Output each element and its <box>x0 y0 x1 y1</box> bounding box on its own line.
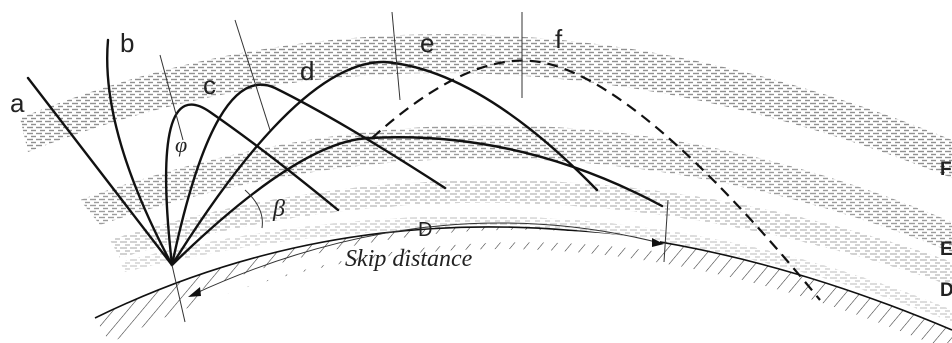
vertical-transmitter <box>171 264 186 323</box>
ray-c <box>164 103 340 267</box>
f-layer-lower-band <box>80 125 952 252</box>
layer-label-d: D <box>940 280 952 301</box>
ray-a <box>26 76 174 267</box>
e-layer-band <box>110 180 952 286</box>
layer-label-f: F <box>940 159 952 180</box>
skip-arrow-head-right <box>652 238 664 247</box>
ray-d <box>170 83 447 267</box>
ray-label-f: f <box>555 24 563 54</box>
skip-arrow-head-left <box>188 287 201 297</box>
layer-label-e: E <box>940 239 952 260</box>
ray-label-a: a <box>10 88 25 118</box>
ray-f <box>371 59 821 301</box>
elevation-angle-arc <box>244 189 263 229</box>
elevation-angle-label: β <box>272 196 285 222</box>
ray-label-e: e <box>420 28 434 58</box>
ray-label-b: b <box>120 28 134 58</box>
f-layer-upper-band <box>20 34 952 178</box>
ray-e <box>170 60 599 267</box>
earth-surface-line <box>94 226 952 331</box>
normal-line-c <box>159 54 184 141</box>
normal-line-d <box>234 19 271 131</box>
ray-label-c: c <box>203 70 216 100</box>
normal-line-e <box>391 11 401 101</box>
distance-letter-label: D <box>418 219 432 241</box>
vertical-receiver <box>663 199 669 263</box>
ray-b <box>106 38 174 267</box>
skip-distance-arrow <box>191 222 661 296</box>
incidence-angle-label: φ <box>175 132 187 157</box>
ray-label-d: d <box>300 56 314 86</box>
earth-gap <box>200 229 660 302</box>
skip-distance-label: Skip distance <box>345 246 473 272</box>
